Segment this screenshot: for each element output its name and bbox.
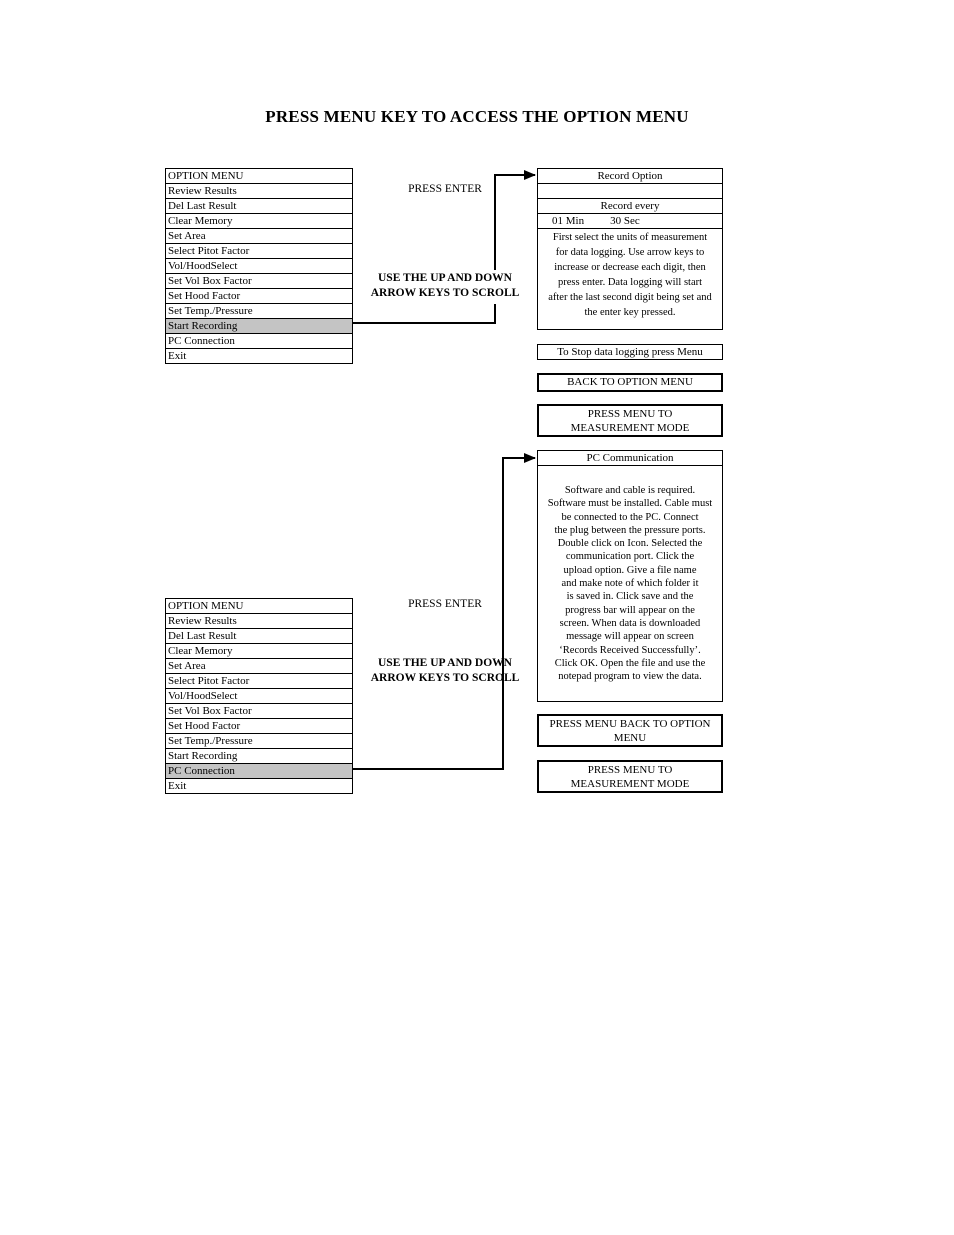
menu-item-select-pitot-factor[interactable]: Select Pitot Factor — [165, 673, 353, 688]
press-enter-label-2: PRESS ENTER — [408, 598, 482, 610]
record-minutes-value: 01 Min — [552, 215, 585, 227]
record-instruction-line: press enter. Data logging will start — [557, 277, 703, 288]
pc-instruction-line: ‘Records Received Successfully’. — [559, 644, 701, 656]
record-option-blank-row — [538, 184, 722, 199]
connector-start-recording — [353, 304, 496, 324]
record-interval-row: 01 Min 30 Sec — [538, 214, 722, 229]
menu-item-set-hood-factor[interactable]: Set Hood Factor — [165, 288, 353, 303]
record-instruction-line: after the last second digit being set an… — [548, 292, 712, 303]
stop-logging-note: To Stop data logging press Menu — [537, 344, 723, 360]
record-instruction-line: First select the units of measurement — [552, 232, 708, 243]
scroll-instruction-1-line-2: ARROW KEYS TO SCROLL — [370, 287, 520, 299]
record-instruction-line: the enter key pressed. — [584, 307, 676, 318]
scroll-instruction-2-line-2: ARROW KEYS TO SCROLL — [370, 672, 520, 684]
menu-item-set-area[interactable]: Set Area — [165, 658, 353, 673]
menu-item-vol-hoodselect[interactable]: Vol/HoodSelect — [165, 688, 353, 703]
back-to-option-menu-box-2: PRESS MENU BACK TO OPTION MENU — [537, 714, 723, 747]
record-every-label: Record every — [538, 199, 722, 214]
measurement-mode-box-1-line-1: PRESS MENU TO — [587, 408, 673, 420]
measurement-mode-box-1-line-2: MEASUREMENT MODE — [570, 422, 690, 434]
record-instructions: First select the units of measurement for… — [538, 229, 722, 320]
menu-item-option-menu[interactable]: OPTION MENU — [165, 168, 353, 183]
pc-instruction-line: Software must be installed. Cable must — [547, 498, 713, 510]
scroll-instruction-1-line-1: USE THE UP AND DOWN — [378, 272, 512, 284]
pc-instructions: Software and cable is required. Software … — [538, 466, 722, 683]
menu-item-exit[interactable]: Exit — [165, 348, 353, 363]
menu-item-review-results[interactable]: Review Results — [165, 613, 353, 628]
menu-item-select-pitot-factor[interactable]: Select Pitot Factor — [165, 243, 353, 258]
measurement-mode-box-2-line-2: MEASUREMENT MODE — [570, 778, 690, 790]
pc-instruction-line: be connected to the PC. Connect — [561, 511, 699, 523]
menu-item-start-recording[interactable]: Start Recording — [165, 748, 353, 763]
menu-item-clear-memory[interactable]: Clear Memory — [165, 213, 353, 228]
pc-communication-header: PC Communication — [538, 451, 722, 466]
menu-item-set-vol-box-factor[interactable]: Set Vol Box Factor — [165, 273, 353, 288]
menu-item-option-menu[interactable]: OPTION MENU — [165, 598, 353, 613]
record-instruction-line: for data logging. Use arrow keys to — [555, 247, 705, 258]
menu-item-exit[interactable]: Exit — [165, 778, 353, 793]
connector-start-recording-arrow — [494, 170, 536, 270]
measurement-mode-box-2-line-1: PRESS MENU TO — [587, 764, 673, 776]
measurement-mode-box-1: PRESS MENU TO MEASUREMENT MODE — [537, 404, 723, 437]
press-enter-label-1: PRESS ENTER — [408, 183, 482, 195]
pc-instruction-line: message will appear on screen — [566, 631, 694, 643]
back-to-option-menu-box: BACK TO OPTION MENU — [537, 373, 723, 392]
menu-item-clear-memory[interactable]: Clear Memory — [165, 643, 353, 658]
back-to-option-menu-box-2-line-2: MENU — [613, 732, 647, 744]
menu-item-review-results[interactable]: Review Results — [165, 183, 353, 198]
pc-instruction-line: and make note of which folder it — [561, 578, 699, 590]
pc-instruction-line: Click OK. Open the file and use the — [554, 657, 706, 669]
menu-item-set-vol-box-factor[interactable]: Set Vol Box Factor — [165, 703, 353, 718]
pc-communication-panel: PC Communication Software and cable is r… — [537, 450, 723, 702]
menu-item-start-recording[interactable]: Start Recording — [165, 318, 353, 333]
pc-instruction-line: upload option. Give a file name — [563, 564, 697, 576]
pc-instruction-line: Software and cable is required. — [564, 485, 696, 496]
pc-instruction-line: communication port. Click the — [565, 551, 695, 563]
pc-instruction-line: the plug between the pressure ports. — [554, 524, 706, 536]
pc-instruction-line: progress bar will appear on the — [565, 604, 695, 616]
record-instruction-line: increase or decrease each digit, then — [554, 262, 706, 273]
menu-item-del-last-result[interactable]: Del Last Result — [165, 198, 353, 213]
menu-item-set-temp-pressure[interactable]: Set Temp./Pressure — [165, 733, 353, 748]
menu-item-set-temp-pressure[interactable]: Set Temp./Pressure — [165, 303, 353, 318]
pc-instruction-line: notepad program to view the data. — [558, 671, 702, 683]
record-seconds-value: 30 Sec — [610, 215, 640, 227]
measurement-mode-box-2: PRESS MENU TO MEASUREMENT MODE — [537, 760, 723, 793]
pc-instruction-line: is saved in. Click save and the — [566, 591, 694, 603]
pc-instruction-line: Double click on Icon. Selected the — [557, 538, 703, 550]
menu-item-vol-hoodselect[interactable]: Vol/HoodSelect — [165, 258, 353, 273]
page-title: PRESS MENU KEY TO ACCESS THE OPTION MENU — [265, 107, 689, 126]
connector-pc-connection — [353, 453, 536, 770]
menu-item-set-hood-factor[interactable]: Set Hood Factor — [165, 718, 353, 733]
menu-item-pc-connection[interactable]: PC Connection — [165, 333, 353, 348]
scroll-instruction-2: USE THE UP AND DOWN ARROW KEYS TO SCROLL — [360, 656, 530, 686]
record-option-header: Record Option — [538, 169, 722, 184]
scroll-instruction-2-line-1: USE THE UP AND DOWN — [378, 657, 512, 669]
menu-item-del-last-result[interactable]: Del Last Result — [165, 628, 353, 643]
scroll-instruction-1: USE THE UP AND DOWN ARROW KEYS TO SCROLL — [360, 271, 530, 301]
pc-instruction-line: screen. When data is downloaded — [559, 617, 701, 629]
menu-item-pc-connection[interactable]: PC Connection — [165, 763, 353, 778]
menu-item-set-area[interactable]: Set Area — [165, 228, 353, 243]
back-to-option-menu-box-2-line-1: PRESS MENU BACK TO OPTION — [549, 718, 711, 730]
